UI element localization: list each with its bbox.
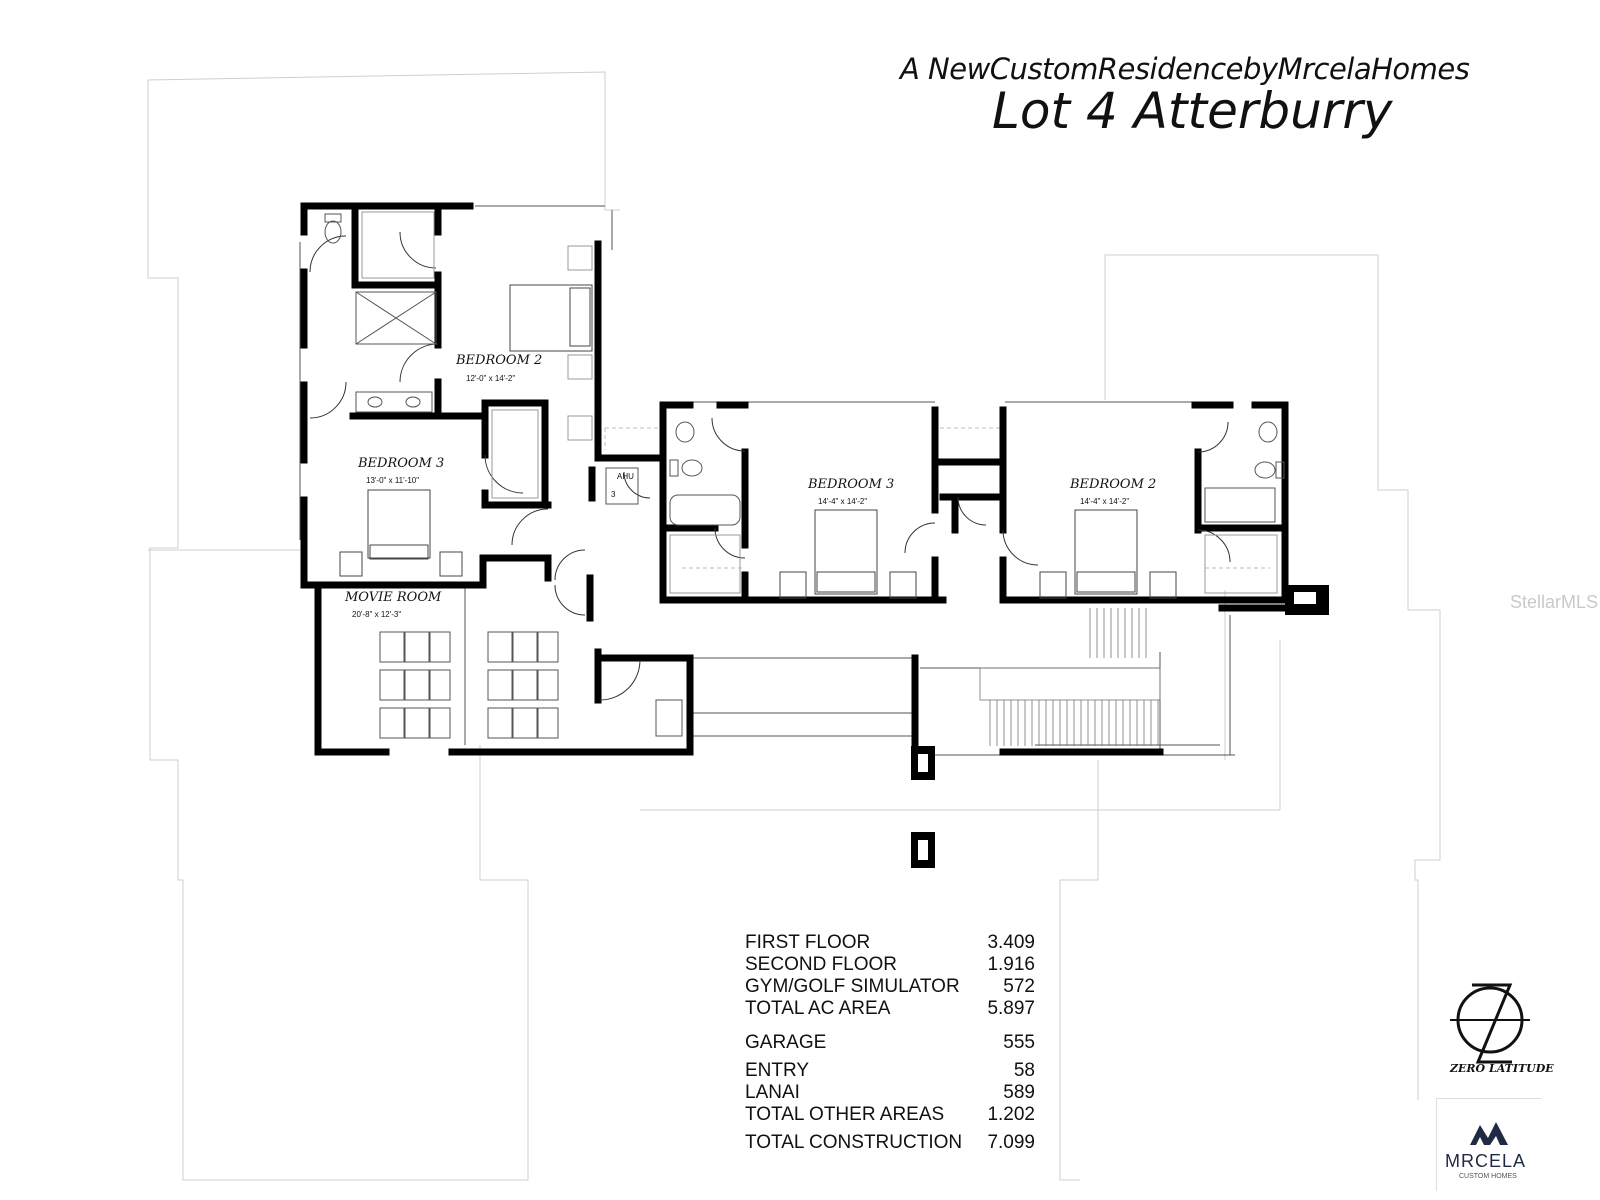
door-swings (309, 231, 1231, 701)
furniture (339, 284, 1177, 599)
room-label-bedroom2-right: BEDROOM 2 (1070, 477, 1157, 492)
mrcela-logo: MRCELA CUSTOM HOMES (1436, 1098, 1541, 1191)
closets (361, 211, 1278, 594)
area-label: TOTAL AC AREA (745, 998, 891, 1019)
zero-latitude-logo-mark (1450, 983, 1530, 1064)
area-table: FIRST FLOOR 3.409 SECOND FLOOR 1.916 GYM/G… (745, 932, 1035, 1154)
ahu-label: AHU (617, 472, 634, 481)
area-row: ENTRY 58 (745, 1060, 1035, 1082)
mrcela-logo-subtext: CUSTOM HOMES (1459, 1173, 1517, 1180)
area-value: 572 (1003, 976, 1035, 997)
area-value: 555 (1003, 1032, 1035, 1053)
room-label-bedroom3-right: BEDROOM 3 (808, 477, 895, 492)
mrcela-logo-mark (1470, 1122, 1508, 1145)
area-label: GYM/GOLF SIMULATOR (745, 976, 960, 997)
area-label: ENTRY (745, 1060, 810, 1081)
room-label-movie-room: MOVIE ROOM (345, 590, 442, 605)
area-row: TOTAL CONSTRUCTION 7.099 (745, 1132, 1035, 1154)
walls (300, 202, 1289, 756)
zero-latitude-logo-text: ZERO LATITUDE (1450, 1062, 1554, 1075)
area-row: TOTAL OTHER AREAS 1.202 (745, 1104, 1035, 1126)
stairs (979, 608, 1161, 746)
area-value: 1.202 (987, 1104, 1035, 1125)
bath-fixtures (324, 213, 1285, 737)
room-label-bedroom3-left: BEDROOM 3 (358, 456, 445, 471)
mrcela-logo-text: MRCELA (1445, 1151, 1527, 1171)
room-dims-bedroom3-left: 13'-0" x 11'-10" (366, 476, 420, 485)
watermark: StellarMLS (1510, 592, 1599, 612)
area-label: TOTAL OTHER AREAS (745, 1104, 945, 1125)
area-label: SECOND FLOOR (745, 954, 898, 975)
room-dims-bedroom2-left: 12'-0" x 14'-2" (466, 374, 516, 383)
area-label: GARAGE (745, 1032, 827, 1053)
area-value: 1.916 (987, 954, 1035, 975)
area-label: FIRST FLOOR (745, 932, 871, 953)
room-dims-movie-room: 20'-8" x 12'-3" (352, 610, 402, 619)
area-row: GYM/GOLF SIMULATOR 572 (745, 976, 1035, 998)
area-value: 7.099 (987, 1132, 1035, 1153)
area-value: 3.409 (987, 932, 1035, 953)
area-row: SECOND FLOOR 1.916 (745, 954, 1035, 976)
posts (911, 585, 1329, 868)
theater-seats (379, 631, 559, 739)
area-label: LANAI (745, 1082, 800, 1103)
area-row: LANAI 589 (745, 1082, 1035, 1104)
ahu-number: 3 (611, 490, 616, 499)
area-label: TOTAL CONSTRUCTION (745, 1132, 963, 1153)
area-value: 5.897 (987, 998, 1035, 1019)
area-value: 589 (1003, 1082, 1035, 1103)
area-row: TOTAL AC AREA 5.897 (745, 998, 1035, 1020)
room-label-bedroom2-left: BEDROOM 2 (456, 353, 543, 368)
site-outline (147, 71, 1441, 1181)
area-row: GARAGE 555 (745, 1032, 1035, 1054)
room-dims-bedroom3-right: 14'-4" x 14'-2" (818, 497, 868, 506)
room-dims-bedroom2-right: 14'-4" x 14'-2" (1080, 497, 1130, 506)
area-row: FIRST FLOOR 3.409 (745, 932, 1035, 954)
dashed-lines (604, 427, 1270, 569)
area-value: 58 (1013, 1060, 1035, 1081)
page-title: Lot 4 Atterburry (992, 82, 1393, 140)
subtitle: A NewCustomResidencebyMrcelaHomes (900, 52, 1470, 86)
